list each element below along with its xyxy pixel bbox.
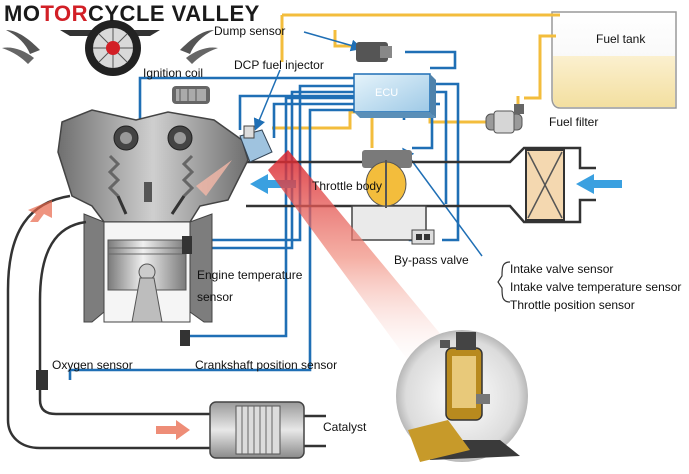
label-ecu: ECU (375, 87, 399, 99)
dcp-injector-pointer (253, 69, 281, 131)
catalyst-icon (209, 401, 305, 459)
oxygen-sensor-icon (36, 370, 48, 390)
intake-airflow-arrows (250, 174, 622, 194)
label-crankshaft-position-sensor: Crankshaft position sensor (195, 358, 338, 372)
label-oxygen-sensor: Oxygen sensor (52, 358, 133, 372)
ignition-coil-icon (172, 86, 210, 104)
injector-photo-inset (396, 330, 528, 462)
label-fuel-tank: Fuel tank (596, 32, 646, 46)
label-by-pass-valve: By-pass valve (394, 253, 469, 267)
label-catalyst: Catalyst (323, 420, 367, 434)
label-dcp-fuel-injector: DCP fuel injector (234, 58, 324, 72)
intake-pipe (246, 146, 596, 224)
label-engine-temperature-line2: sensor (197, 290, 234, 304)
label-throttle-body: Throttle body (312, 179, 383, 193)
crankshaft-position-sensor-icon (180, 330, 190, 346)
engine-cylinder-block (83, 213, 213, 323)
label-intake-valve-temperature-sensor: Intake valve temperature sensor (510, 280, 682, 294)
label-intake-valve-sensor: Intake valve sensor (510, 262, 614, 276)
label-fuel-filter: Fuel filter (549, 115, 599, 129)
engine-cylinder-head (57, 109, 249, 223)
engine-temperature-sensor-icon (182, 236, 192, 254)
brand-logo: MOTORCYCLE VALLEY (4, 2, 260, 26)
logo-text-part1: MO (4, 1, 41, 26)
highlight-beam (268, 150, 452, 366)
sensor-group-bracket (497, 261, 511, 303)
fuel-spray (196, 160, 232, 196)
dump-sensor-pointer (303, 31, 363, 52)
dcp-fuel-injector-icon (239, 125, 273, 163)
dump-sensor-icon (356, 42, 392, 62)
label-ignition-coil: Ignition coil (143, 66, 204, 80)
air-filter-icon (525, 149, 565, 221)
throttle-body-icon (351, 150, 435, 245)
label-dump-sensor: Dump sensor (214, 24, 286, 38)
exhaust-flow-arrows (28, 200, 190, 440)
fuel-filter-icon (485, 104, 524, 134)
fuel-tank (551, 11, 677, 109)
label-engine-temperature-line1: Engine temperature (197, 268, 303, 282)
label-throttle-position-sensor: Throttle position sensor (510, 298, 635, 312)
fuel-lines (272, 13, 560, 148)
logo-emblem-icon (2, 20, 218, 76)
by-pass-valve-pointer (402, 147, 483, 257)
logo-text-part3: CYCLE VALLEY (88, 1, 260, 26)
ecu-box (353, 73, 436, 118)
logo-text-part2: TOR (40, 1, 88, 26)
